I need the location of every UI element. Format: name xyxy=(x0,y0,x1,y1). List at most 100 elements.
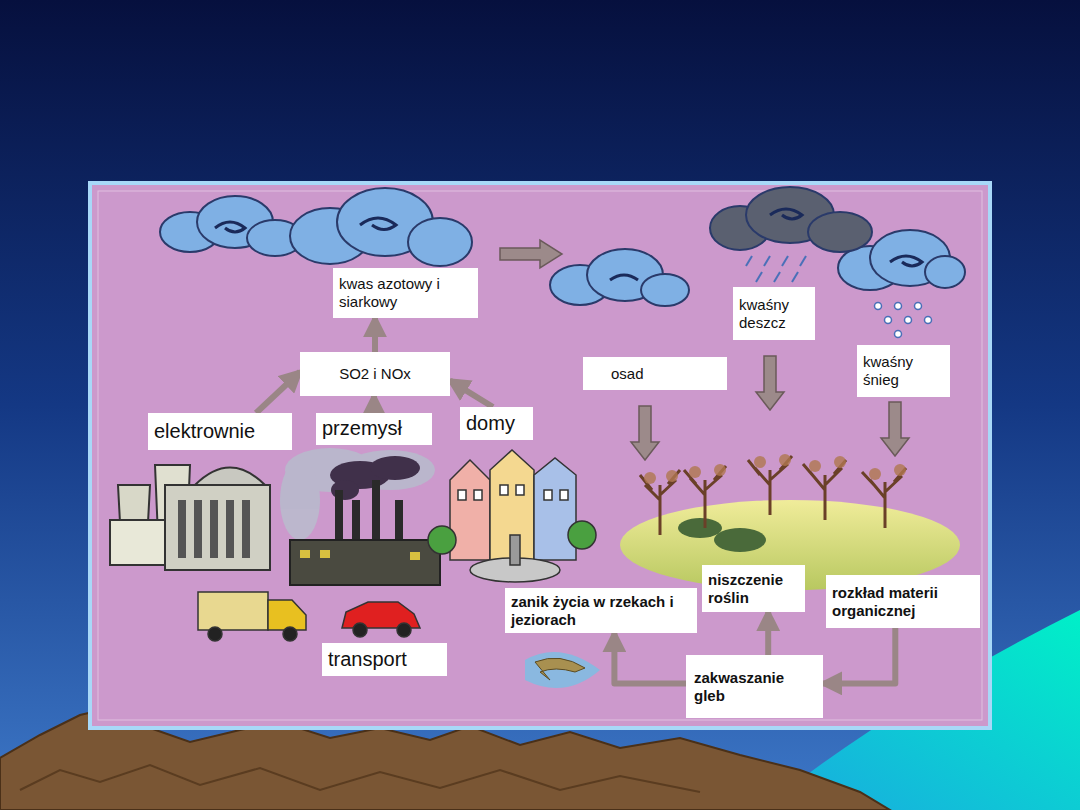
land-part-part xyxy=(714,528,766,552)
precipitation-part-part xyxy=(895,331,902,338)
factory-part-part xyxy=(370,456,420,480)
clouds-part xyxy=(710,187,872,252)
houses-part-part xyxy=(516,485,524,495)
clouds-part-part xyxy=(360,218,396,230)
box-text: zakwaszanie gleb xyxy=(694,669,817,704)
power-plant-part xyxy=(178,500,250,558)
factory-part-part xyxy=(280,460,320,540)
precipitation-part-part xyxy=(746,256,752,266)
precipitation-part-part xyxy=(782,256,788,266)
flow-arrows-part xyxy=(631,406,659,460)
label-box: zakwaszanie gleb xyxy=(686,655,823,718)
power-plant-part xyxy=(195,468,265,486)
truck-part xyxy=(198,592,268,630)
box-text: zanik życia w rzekach i jeziorach xyxy=(511,593,691,628)
power-plant-part xyxy=(165,485,270,570)
land-part-part xyxy=(754,456,766,468)
land-part-part xyxy=(666,470,678,482)
panel xyxy=(90,183,990,728)
box-text: SO2 i NOx xyxy=(306,365,444,383)
clouds-part-part xyxy=(925,256,965,288)
precipitation-part xyxy=(875,303,932,338)
label-box: kwas azotowy i siarkowy xyxy=(333,268,478,318)
box-text: domy xyxy=(466,412,527,436)
clouds-part-part xyxy=(408,218,472,266)
houses-part xyxy=(534,458,576,560)
box-text: rozkład materii organicznej xyxy=(832,584,974,619)
label-box: przemysł xyxy=(316,413,432,445)
houses-part-part xyxy=(474,490,482,500)
houses-part-part xyxy=(458,490,466,500)
land-part-part xyxy=(644,472,656,484)
label-box: transport xyxy=(322,643,447,676)
truck-part xyxy=(208,627,222,641)
land-part-part xyxy=(809,460,821,472)
flow-arrow xyxy=(614,633,686,683)
precipitation-part-part xyxy=(885,317,892,324)
precipitation-part xyxy=(746,256,806,282)
label-box: kwaśny śnieg xyxy=(857,345,950,397)
panel-part xyxy=(98,191,982,720)
truck xyxy=(198,592,306,641)
clouds-part-part xyxy=(641,274,689,306)
car-part xyxy=(397,623,411,637)
flow-arrows-part xyxy=(500,240,562,268)
clouds-part xyxy=(160,188,965,306)
box-text: przemysł xyxy=(322,417,426,441)
land-part-part xyxy=(714,464,726,476)
label-box: elektrownie xyxy=(148,413,292,450)
clouds-part-part xyxy=(890,256,922,266)
clouds-part-part xyxy=(610,275,638,280)
flow-arrow xyxy=(765,612,771,655)
precipitation-part-part xyxy=(774,272,780,282)
box-text: transport xyxy=(328,648,441,672)
houses-part xyxy=(510,535,520,565)
flow-arrow xyxy=(823,628,895,683)
clouds xyxy=(160,187,965,306)
houses-part xyxy=(428,526,456,554)
power-plant-part xyxy=(110,520,170,565)
power-plant-part-part xyxy=(210,500,218,558)
flow-arrow xyxy=(372,318,378,352)
label-box: zanik życia w rzekach i jeziorach xyxy=(505,588,697,633)
land-part-part xyxy=(779,454,791,466)
clouds-part-part xyxy=(215,222,245,232)
car xyxy=(342,602,420,637)
power-plant-part-part xyxy=(242,500,250,558)
land-part-part xyxy=(803,460,846,520)
power-plant-part-part xyxy=(194,500,202,558)
box-text: kwas azotowy i siarkowy xyxy=(339,275,472,310)
precipitation-part-part xyxy=(905,317,912,324)
label-box: niszczenie roślin xyxy=(702,565,805,612)
houses-part xyxy=(568,521,596,549)
label-box: kwaśny deszcz xyxy=(733,287,815,340)
power-plant-part-part xyxy=(226,500,234,558)
fish-part xyxy=(525,652,600,688)
truck-part xyxy=(283,627,297,641)
clouds-part xyxy=(215,209,922,280)
land-part-part xyxy=(834,456,846,468)
land-part-part xyxy=(869,468,881,480)
houses-part-part xyxy=(560,490,568,500)
precipitation-part-part xyxy=(895,303,902,310)
precipitation-part-part xyxy=(756,272,762,282)
fish xyxy=(525,652,600,688)
factory xyxy=(280,448,440,585)
flow-arrow xyxy=(450,381,493,407)
power-plant-part-part xyxy=(178,500,186,558)
clouds-part-part xyxy=(770,209,802,219)
box-text: kwaśny śnieg xyxy=(863,353,944,388)
factory-part-part xyxy=(320,550,330,558)
flow-arrow xyxy=(256,372,300,413)
land-part xyxy=(644,454,906,484)
precipitation-part-part xyxy=(925,317,932,324)
factory-part xyxy=(300,550,420,560)
label-box: SO2 i NOx xyxy=(300,352,450,396)
label-box: domy xyxy=(460,407,533,440)
label-box: osad xyxy=(583,357,727,390)
land-part-part xyxy=(678,518,722,538)
background-part xyxy=(20,765,700,792)
power-plant xyxy=(110,465,270,570)
